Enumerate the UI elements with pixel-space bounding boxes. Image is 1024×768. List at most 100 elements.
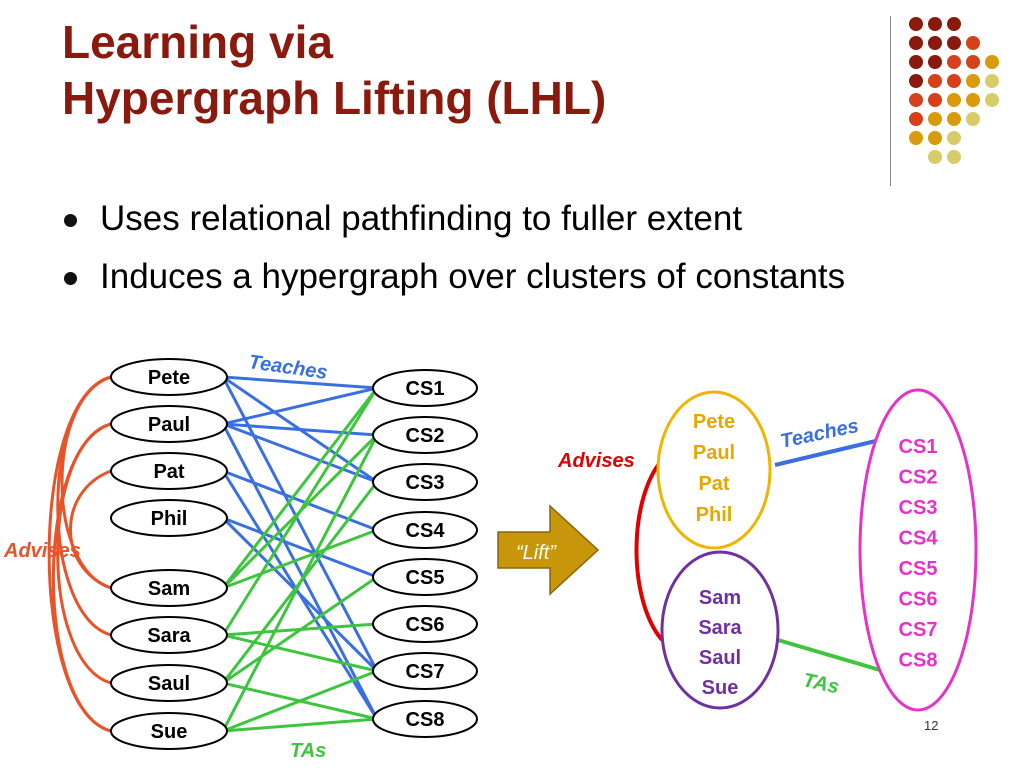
- teaches-edge: [222, 422, 378, 484]
- student-name: Sam: [699, 587, 741, 609]
- bullet-text: Induces a hypergraph over clusters of co…: [100, 257, 846, 296]
- decorative-dot: [966, 36, 980, 50]
- decorative-dot: [928, 112, 942, 126]
- course-node-label: CS2: [406, 425, 445, 447]
- person-node-label: Sara: [147, 625, 191, 647]
- decorative-dot: [909, 17, 923, 31]
- decorative-dot: [966, 74, 980, 88]
- professors-cluster: [656, 390, 772, 550]
- person-node-label: Saul: [148, 673, 190, 695]
- course-node: CS1: [372, 369, 478, 407]
- person-node: Pete: [110, 358, 228, 396]
- professor-name: Paul: [693, 442, 735, 464]
- person-node-label: Pete: [148, 367, 190, 389]
- lifted-tas-label: TAs: [801, 669, 841, 698]
- professor-name: Pat: [698, 473, 729, 495]
- decorative-dot: [985, 93, 999, 107]
- teaches-edge: [221, 516, 379, 673]
- person-node: Phil: [110, 499, 228, 537]
- course-name: CS5: [899, 558, 938, 580]
- tas-edge: [222, 575, 378, 685]
- lifted-teaches-edge: [774, 438, 881, 467]
- student-name: Sue: [702, 677, 739, 699]
- decorative-dot: [928, 131, 942, 145]
- decorative-dot: [928, 17, 942, 31]
- bullet-list: Uses relational pathfinding to fuller ex…: [62, 190, 845, 306]
- decorative-dot: [928, 55, 942, 69]
- person-node-shape: [110, 452, 228, 490]
- course-node-label: CS7: [406, 661, 445, 683]
- decorative-dot: [909, 131, 923, 145]
- relation-edges: [221, 375, 379, 733]
- decorative-dot: [947, 55, 961, 69]
- decorative-dot: [947, 93, 961, 107]
- decorative-dot: [928, 36, 942, 50]
- bullet-dot-icon: [64, 272, 77, 285]
- lifted-advises-arc: [634, 458, 664, 642]
- lifted-tas-edge: [777, 638, 881, 672]
- course-node: CS3: [372, 463, 478, 501]
- tas-edge: [222, 528, 378, 590]
- advises-arc: [68, 469, 112, 590]
- course-name: CS2: [899, 467, 938, 489]
- person-node-shape: [110, 499, 228, 537]
- advises-arcs: [47, 375, 112, 733]
- person-node-label: Phil: [151, 508, 188, 530]
- course-node-shape: [372, 605, 478, 643]
- person-node: Paul: [110, 405, 228, 443]
- decorative-dot: [928, 74, 942, 88]
- course-node-label: CS3: [406, 472, 445, 494]
- person-node: Sara: [110, 616, 228, 654]
- person-node: Saul: [110, 664, 228, 702]
- teaches-edge: [222, 469, 378, 532]
- tas-label: TAs: [290, 740, 326, 762]
- person-node-label: Pat: [153, 461, 184, 483]
- decorative-dot: [909, 36, 923, 50]
- course-node-label: CS6: [406, 614, 445, 636]
- title-line-1: Learning via: [62, 16, 333, 68]
- person-node-shape: [110, 405, 228, 443]
- decorative-divider: [890, 16, 891, 186]
- decorative-dot: [966, 112, 980, 126]
- person-node: Sam: [110, 569, 228, 607]
- course-node: CS2: [372, 416, 478, 454]
- decorative-dot: [928, 93, 942, 107]
- person-node-shape: [110, 358, 228, 396]
- course-name: CS6: [899, 589, 938, 611]
- course-node-shape: [372, 463, 478, 501]
- tas-edge: [221, 387, 379, 589]
- course-node-shape: [372, 652, 478, 690]
- decorative-dot: [947, 131, 961, 145]
- title-line-2: Hypergraph Lifting (LHL): [62, 72, 607, 124]
- advises-arc: [56, 375, 112, 637]
- bullet-item: Induces a hypergraph over clusters of co…: [62, 248, 845, 306]
- course-node-shape: [372, 416, 478, 454]
- decorative-dot: [947, 36, 961, 50]
- decorative-dot: [947, 17, 961, 31]
- course-name: CS8: [899, 650, 938, 672]
- decorative-dot-grid: [909, 17, 999, 164]
- teaches-edge: [222, 422, 378, 437]
- decorative-dot: [909, 55, 923, 69]
- person-node-label: Sue: [151, 721, 188, 743]
- lift-label: “Lift”: [516, 542, 557, 564]
- person-node-shape: [110, 569, 228, 607]
- bullet-text: Uses relational pathfinding to fuller ex…: [100, 199, 743, 238]
- lifted-advises-label: Advises: [557, 450, 635, 472]
- person-node-label: Paul: [148, 414, 190, 436]
- professor-name: Pete: [693, 411, 735, 433]
- lift-arrow: “Lift”: [497, 504, 600, 596]
- course-name: CS1: [899, 436, 938, 458]
- course-node-shape: [372, 369, 478, 407]
- person-node: Pat: [110, 452, 228, 490]
- decorative-dot: [947, 112, 961, 126]
- teaches-edge: [222, 375, 378, 390]
- tas-edge: [222, 717, 378, 733]
- decorative-dot: [966, 93, 980, 107]
- decorative-dot: [909, 112, 923, 126]
- course-node: CS5: [372, 558, 478, 596]
